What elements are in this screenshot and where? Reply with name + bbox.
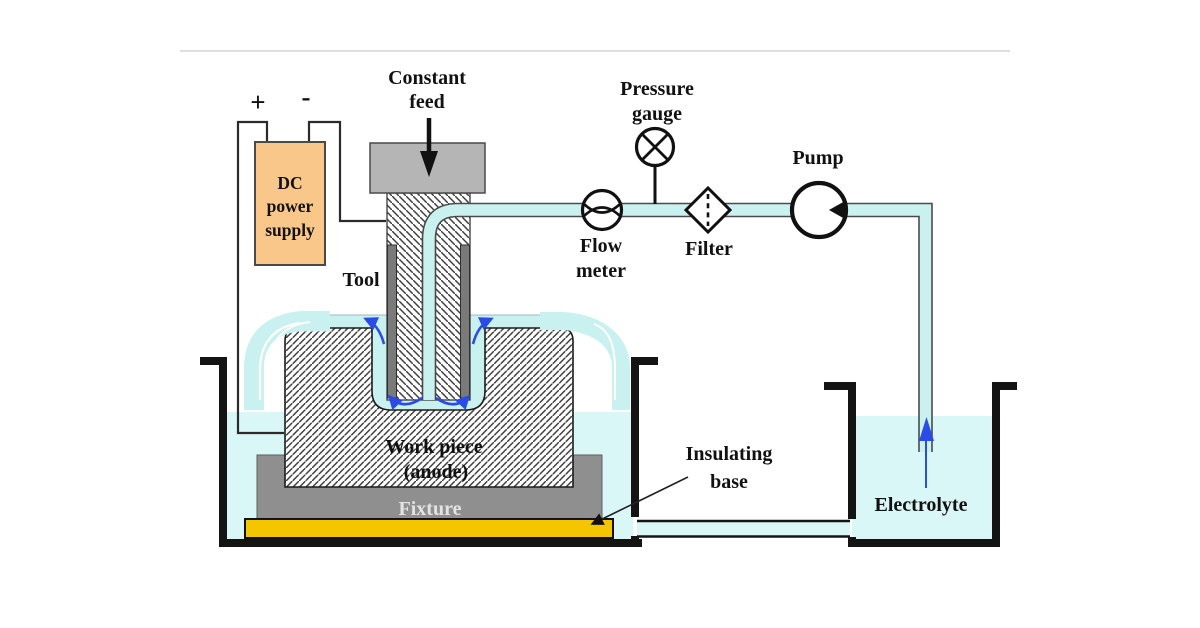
constant-feed-label-2: feed	[409, 91, 445, 113]
feed-arrow-head	[420, 151, 438, 177]
tip-arrow-left	[387, 394, 423, 411]
return-pipe-walls	[637, 519, 850, 538]
fixture-label: Fixture	[399, 498, 462, 520]
constant-feed-arrow-icon	[420, 118, 438, 177]
tool-plate-left	[387, 244, 397, 399]
mouth-arrow-left	[363, 317, 386, 345]
anode-wire	[236, 120, 284, 435]
plus-terminal-label: +	[250, 87, 265, 117]
tip-arrow-right	[435, 394, 471, 411]
flow-meter-seams	[583, 203, 621, 217]
electrolyte-fountains	[244, 311, 630, 410]
flow-meter-label-1: Flow	[580, 235, 623, 257]
fountain-left-streak1	[258, 321, 301, 400]
dc-power-label-1: DC	[277, 173, 302, 193]
filter-body	[683, 185, 733, 235]
insulating-base-bar	[244, 518, 614, 539]
mouth-arrow-right	[471, 317, 494, 345]
gauge-cross	[641, 133, 669, 161]
insulating-base-label-2: base	[710, 471, 748, 493]
tool-label: Tool	[342, 269, 380, 291]
flow-meter-label-2: meter	[576, 260, 626, 282]
pressure-gauge-icon	[634, 126, 676, 204]
pump-icon	[789, 180, 849, 240]
electrolyte-label: Electrolyte	[875, 494, 968, 516]
return-pipe	[637, 519, 850, 538]
return-pipe-fill	[637, 522, 850, 535]
pump-body	[789, 180, 849, 240]
pump-label: Pump	[792, 147, 843, 169]
insulating-base-pointer-arrow	[590, 476, 689, 525]
supply-pipe	[421, 202, 933, 452]
fountain-right	[540, 312, 630, 410]
suction-flow-arrow	[919, 417, 934, 488]
filter-label: Filter	[685, 238, 733, 260]
pressure-gauge-label-1: Pressure	[620, 78, 694, 100]
minus-terminal-label: -	[302, 82, 311, 112]
machining-tank-walls	[200, 357, 658, 547]
flow-meter-body	[580, 188, 624, 232]
work-piece-label-2: (anode)	[404, 461, 468, 483]
supply-pipe-flow	[423, 204, 932, 452]
flow-meter-icon	[580, 188, 624, 232]
fountain-left-streak2	[267, 321, 311, 398]
suction-arrow-head	[919, 417, 934, 441]
tool-plate-right	[460, 244, 470, 399]
fountain-left	[244, 311, 330, 410]
dc-power-label-3: supply	[265, 220, 315, 240]
work-piece-label-1: Work piece	[385, 436, 482, 458]
filter-icon	[683, 185, 733, 235]
gap-flow-arrows	[363, 317, 494, 411]
reservoir-tank-walls	[824, 382, 1017, 547]
pressure-gauge-label-2: gauge	[632, 103, 682, 125]
insulating-base-label-1: Insulating	[686, 443, 773, 465]
dc-power-supply-box	[254, 141, 326, 266]
pump-vane	[829, 201, 845, 219]
dc-power-label-2: power	[267, 196, 314, 216]
constant-feed-label-1: Constant	[388, 67, 466, 89]
cathode-wire	[307, 120, 386, 223]
fountain-right-streak	[593, 323, 616, 400]
